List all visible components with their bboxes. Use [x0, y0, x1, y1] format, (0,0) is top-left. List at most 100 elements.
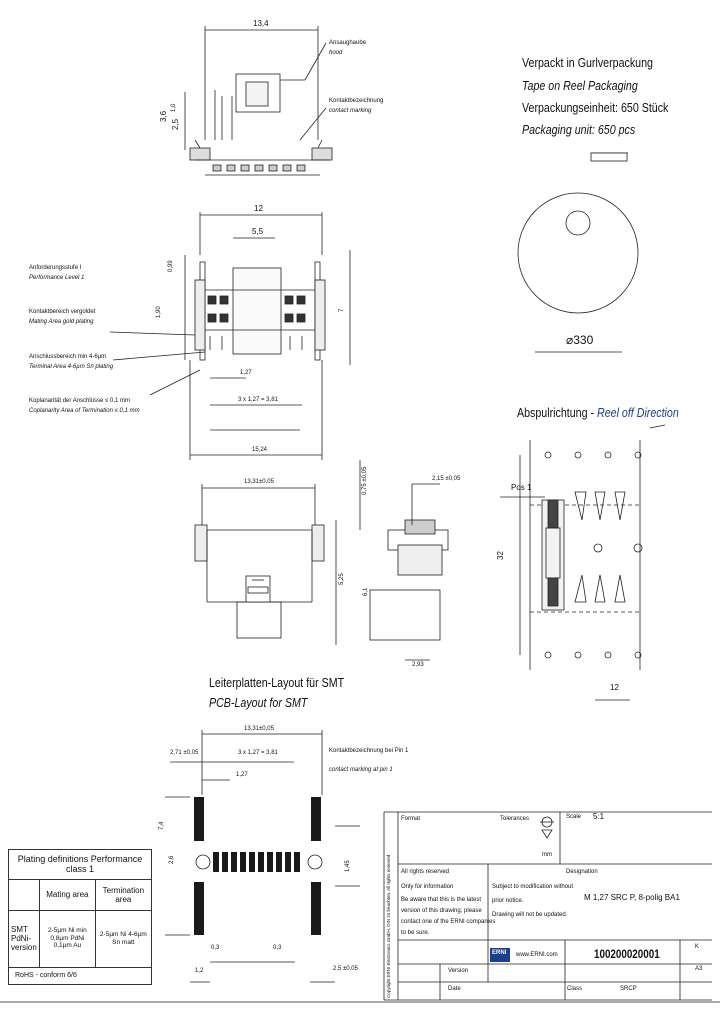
pcb-dim-03a: 0,3	[211, 945, 220, 951]
bottom-dim-075: 0,75 ±0,05	[362, 466, 368, 495]
tb-rev: K	[695, 944, 700, 950]
erni-logo-box	[490, 948, 510, 962]
pcb-de-title: Leiterplatten-Layout für SMT	[209, 675, 345, 690]
tb-class-value: SRCP	[620, 986, 637, 992]
tb-side-note: Copyright ERNI Electronics GmbH, DIN 34 …	[386, 854, 391, 998]
packaging-de-title: Verpackt in Gurlverpackung	[522, 55, 653, 70]
bottom-dim-525: 5,25	[339, 573, 345, 585]
reel-diameter: ⌀330	[566, 333, 594, 347]
pcb-pads	[194, 797, 321, 935]
tb-company: www.ERNI.com	[516, 952, 558, 958]
plating-rohs: RoHS - conform 6/6	[8, 966, 152, 985]
reel-geometry	[517, 152, 639, 353]
plating-col-mating: Mating area	[39, 878, 96, 911]
label-term-en: Terminal Area 4-6µm Sn plating	[29, 364, 114, 370]
pcb-pitch: 3 x 1,27 = 3,81	[238, 750, 278, 756]
top-width: 13,4	[253, 19, 269, 28]
label-perf-de: Anforderungsstufe I	[29, 265, 82, 271]
top-view-geometry	[184, 26, 333, 176]
tape-geometry	[500, 424, 666, 701]
bottom-dim-215: 2,15 ±0,05	[432, 476, 461, 482]
tb-only-info: Only for information	[401, 884, 454, 890]
pcb-dim-12: 1,2	[195, 968, 204, 974]
plating-mating-value: 2-5µm Ni min 0,8µm PdNi 0,1µm Au	[39, 909, 96, 968]
top-dim-c: 1,0	[171, 103, 177, 112]
tolerance-symbol	[540, 816, 554, 839]
tb-subject1: Subject to modification without	[492, 884, 574, 890]
pcb-dim-03b: 0,3	[273, 945, 282, 951]
tb-class-label: Class	[567, 986, 583, 992]
label-copl-de: Koplanarität der Anschlüsse ≤ 0,1 mm	[29, 398, 131, 404]
pcb-dim-271: 2,71 ±0,05	[170, 750, 199, 756]
pcb-width: 13,31±0,05	[244, 726, 274, 732]
titleblock-frame	[0, 811, 720, 1003]
label-copl-en: Coplanarity Area of Termination ≤ 0,1 mm	[29, 408, 140, 414]
tb-note2: version of this drawing, please	[401, 908, 482, 914]
tb-mm: mm	[542, 852, 552, 858]
plating-table: Plating definitions Performance class 1 …	[8, 849, 153, 985]
housing-de: Ansaughaube	[329, 40, 367, 46]
marking-en: contact marking	[329, 108, 372, 114]
pcb-dim-26: 2,6	[169, 855, 175, 864]
mid-overall: 15,24	[252, 447, 268, 453]
bottom-dim-293: 2,93	[412, 662, 424, 668]
mid-dim-099: 0,99	[168, 260, 174, 272]
plating-term-value: 2-5µm Ni 4-6µm Sn matt	[94, 909, 153, 968]
tb-part-number: 100200020001	[594, 947, 660, 961]
pcb-dim-25: 2,5 ±0,05	[333, 966, 358, 972]
tape-width: 32	[496, 551, 505, 560]
tape-pos1: Pos 1	[511, 483, 532, 492]
reel-off-en: Reel off Direction	[597, 405, 679, 420]
mid-view-geometry	[109, 212, 351, 460]
bottom-view-geometry	[194, 460, 449, 661]
packaging-de-unit: Verpackungseinheit: 650 Stück	[522, 100, 669, 115]
tb-tolerance: Tolerances	[500, 816, 530, 822]
mid-dim-127: 1,27	[240, 370, 252, 376]
pcb-marking-de: Kontaktbezeichnung bei Pin 1	[329, 748, 409, 754]
tb-scale-value: 5:1	[593, 812, 605, 821]
packaging-en-title: Tape on Reel Packaging	[522, 78, 638, 93]
plating-col-term: Termination area	[94, 878, 153, 911]
tb-subject2: prior notice.	[492, 898, 524, 904]
marking-de: Kontaktbezeichnung	[329, 98, 384, 104]
tb-designation: M 1,27 SRC P, 8-polig BA1	[584, 893, 680, 902]
plating-empty-cell	[8, 878, 40, 911]
bottom-width: 13,31±0,05	[244, 479, 274, 485]
reel-off-de: Abspulrichtung	[517, 405, 588, 420]
tb-rights: All rights reserved	[401, 869, 450, 875]
tb-logo: ERNI	[492, 950, 507, 956]
tb-scale-label: Scale	[566, 814, 582, 820]
pcb-geometry	[165, 730, 360, 983]
pcb-dim-74: 7,4	[159, 821, 165, 830]
tb-note3: contact one of the ERNI companies	[401, 919, 496, 925]
tb-note4: to be sure.	[401, 930, 430, 936]
tb-designation-label: Designation	[566, 869, 598, 875]
label-term-de: Anschlussbereich min 4-6µm	[29, 354, 107, 360]
tb-note1: Be aware that this is the latest	[401, 897, 482, 903]
top-dim-b: 2,5	[171, 118, 180, 130]
tb-date-label: Date	[448, 986, 461, 992]
tb-version: Version	[448, 968, 469, 974]
reel-off-title: Abspulrichtung - Reel off Direction	[517, 405, 679, 420]
mid-dim-190: 1,90	[156, 306, 162, 318]
plating-row-label: SMT PdNi-version	[8, 909, 40, 968]
tb-subject3: Drawing will not be updated.	[492, 912, 568, 918]
top-dim-a: 3,6	[159, 110, 168, 122]
tb-sheet: A3	[695, 966, 703, 972]
tape-pitch: 12	[610, 683, 619, 692]
pcb-en-title: PCB-Layout for SMT	[209, 695, 308, 710]
label-mating-en: Mating Area gold plating	[29, 319, 94, 325]
bottom-dim-61: 6,1	[363, 587, 369, 596]
mid-pitch: 3 x 1,27 = 3,81	[238, 397, 278, 403]
packaging-en-unit: Packaging unit: 650 pcs	[522, 122, 636, 137]
label-perf-en: Performance Level 1	[29, 275, 85, 281]
pcb-marking-en: contact marking at pin 1	[329, 767, 393, 773]
pcb-dim-145: 1,45	[345, 860, 351, 872]
mid-width-12: 12	[254, 204, 263, 213]
mid-width-55: 5,5	[252, 227, 264, 236]
label-mating-de: Kontaktbereich vergoldet	[29, 309, 96, 315]
plating-title: Plating definitions Performance class 1	[8, 849, 152, 880]
housing-en: hood	[329, 50, 343, 56]
pcb-dim-127: 1,27	[236, 772, 248, 778]
